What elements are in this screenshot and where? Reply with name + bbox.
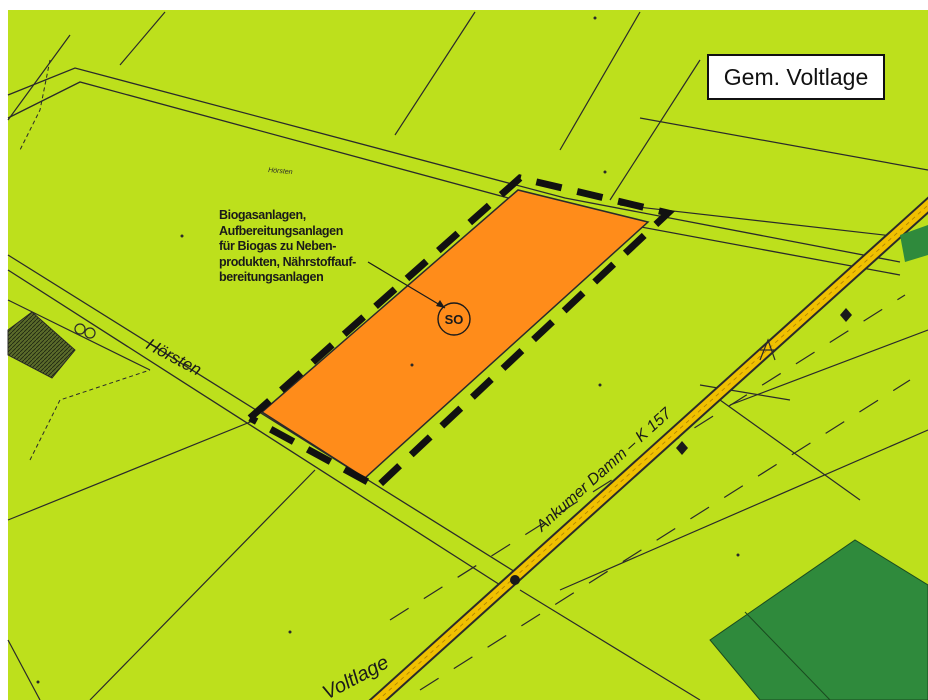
access-road	[7, 67, 901, 276]
leader-arrow-icon	[436, 300, 445, 308]
building-footprint	[7, 311, 76, 379]
zone-description-line: Biogasanlagen,	[219, 208, 306, 222]
field-dots	[36, 16, 740, 684]
hoersten-field-label: Hörsten	[268, 167, 293, 176]
pipe-symbol-icon	[74, 323, 96, 339]
road-marker-symbol-icon	[759, 338, 776, 361]
zone-code-label: SO	[445, 312, 464, 327]
zone-description-line: Aufbereitungsanlagen	[219, 223, 343, 238]
forest-area	[709, 539, 928, 700]
zone-boundary-dashed	[247, 174, 676, 492]
parcel-lines	[7, 11, 928, 700]
zone-description-line: bereitungsanlagen	[219, 270, 324, 284]
dotted-boundary	[19, 59, 151, 461]
k157-road	[368, 196, 928, 700]
leader-line	[367, 261, 446, 309]
zone-description-line: produkten, Nährstoffauf-	[219, 254, 356, 269]
municipality-label: Gem. Voltlage	[707, 54, 885, 100]
right-strip	[900, 225, 928, 262]
zone-description: Biogasanlagen, Aufbereitungsanlagen für …	[219, 208, 389, 286]
road-markers	[510, 308, 852, 585]
hoersten-road	[7, 254, 521, 591]
zone-description-line: für Biogas zu Neben-	[219, 239, 337, 253]
planned-road-dashes	[389, 294, 911, 691]
circle-so-icon: SO	[437, 302, 471, 336]
